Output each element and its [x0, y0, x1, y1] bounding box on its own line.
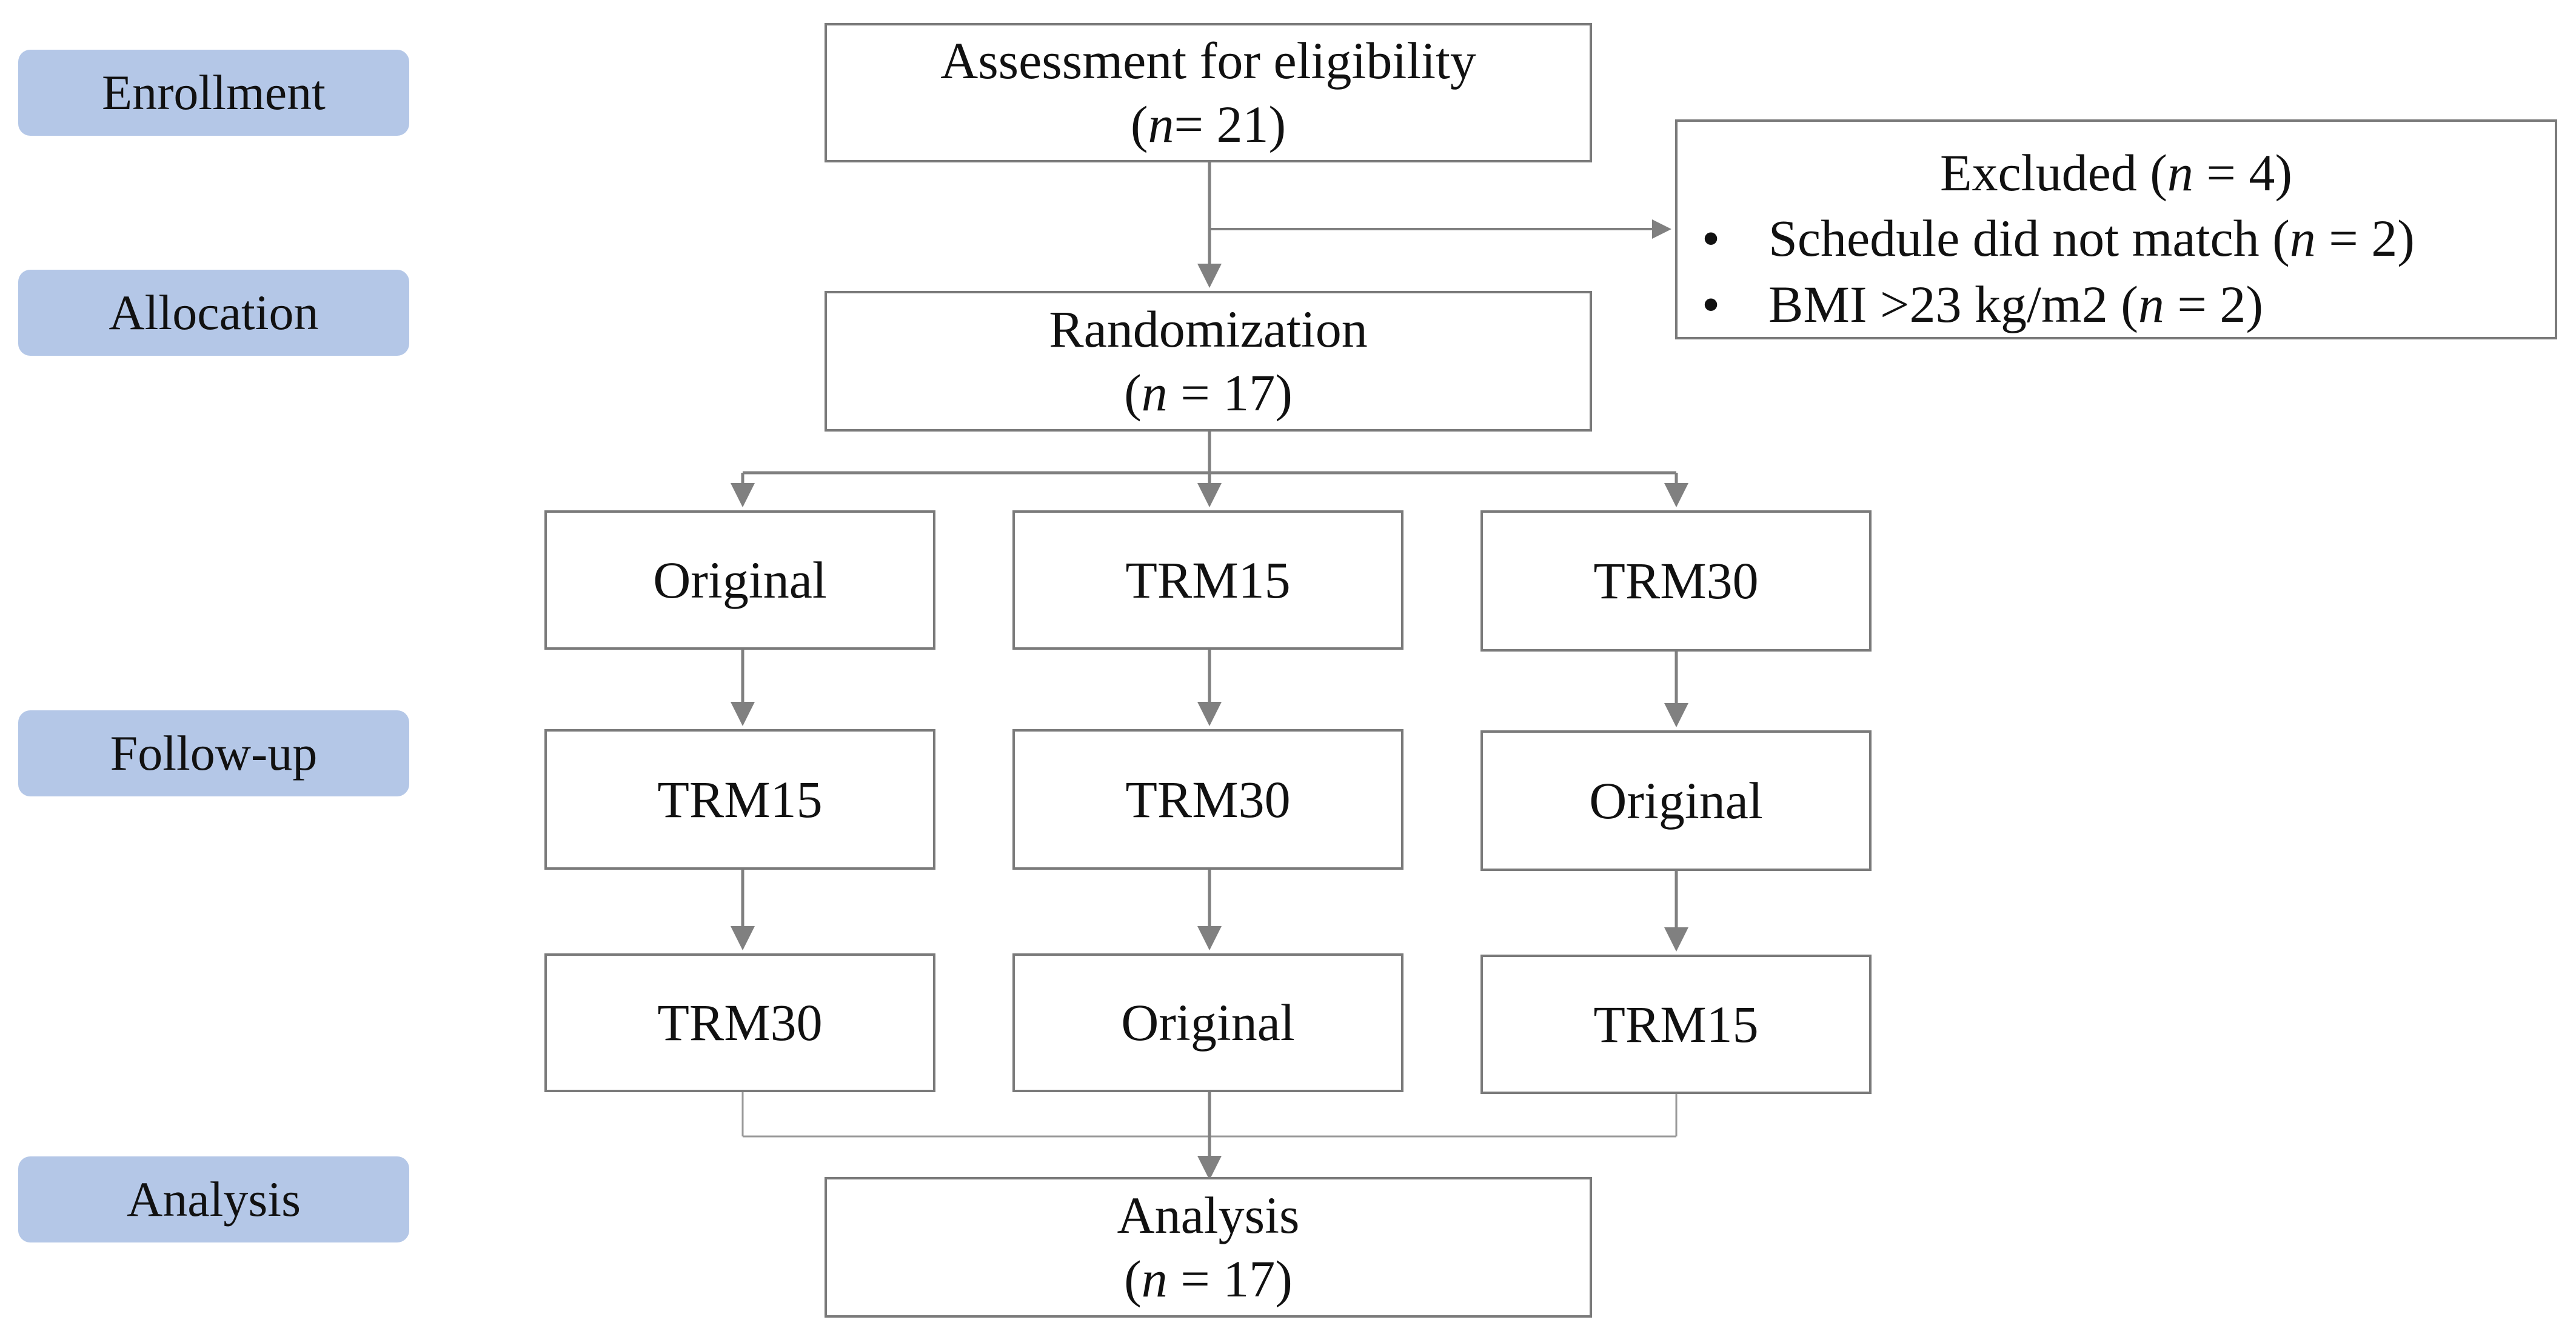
assessment-box: Assessment for eligibility (n= 21) — [825, 23, 1592, 162]
n-symbol: n — [2289, 209, 2316, 268]
exclusion-reason: Schedule did not match (n = 2) — [1678, 205, 2555, 272]
arm-1-period-3: TRM30 — [544, 953, 935, 1092]
exclusion-reasons-list: Schedule did not match (n = 2) BMI >23 k… — [1678, 205, 2555, 337]
n-symbol: n — [1141, 1250, 1168, 1308]
assessment-count: (n= 21) — [1130, 95, 1286, 153]
stage-label-enrollment: Enrollment — [18, 50, 409, 136]
arm-2-period-3: Original — [1012, 953, 1403, 1092]
arm-2-period-2: TRM30 — [1012, 729, 1403, 870]
reason-count: = 2) — [2164, 275, 2264, 333]
n-symbol: n — [2167, 144, 2193, 202]
arm-3-period-2: Original — [1480, 730, 1872, 871]
excluded-box: Excluded (n = 4) Schedule did not match … — [1675, 119, 2557, 339]
n-symbol: n — [1148, 95, 1174, 153]
excluded-count: = 4) — [2193, 144, 2293, 202]
reason-text: BMI >23 kg/m2 ( — [1768, 275, 2138, 333]
exclusion-reason: BMI >23 kg/m2 (n = 2) — [1678, 272, 2555, 338]
excluded-title: Excluded (n = 4) — [1678, 140, 2555, 205]
count-value: = 21 — [1174, 95, 1269, 153]
arm-3-period-1: TRM30 — [1480, 510, 1872, 652]
analysis-count: (n = 17) — [1124, 1250, 1293, 1308]
arm-3-period-3: TRM15 — [1480, 955, 1872, 1094]
n-symbol: n — [1141, 364, 1168, 422]
n-symbol: n — [2138, 275, 2164, 333]
reason-count: = 2) — [2315, 209, 2415, 268]
analysis-label: Analysis — [1117, 1186, 1300, 1245]
count-value: = 17 — [1167, 1250, 1276, 1308]
excluded-title-text: Excluded ( — [1939, 144, 2167, 202]
arm-1-period-1: Original — [544, 510, 935, 650]
randomization-label: Randomization — [1049, 300, 1368, 359]
reason-text: Schedule did not match ( — [1768, 209, 2290, 268]
arm-2-period-1: TRM15 — [1012, 510, 1403, 650]
randomization-box: Randomization (n = 17) — [825, 291, 1592, 432]
count-value: = 17 — [1167, 364, 1276, 422]
stage-label-analysis: Analysis — [18, 1156, 409, 1242]
arm-1-period-2: TRM15 — [544, 729, 935, 870]
randomization-count: (n = 17) — [1124, 364, 1293, 422]
stage-label-allocation: Allocation — [18, 270, 409, 356]
stage-label-follow-up: Follow-up — [18, 710, 409, 796]
analysis-box: Analysis (n = 17) — [825, 1177, 1592, 1318]
assessment-label: Assessment for eligibility — [940, 32, 1476, 90]
